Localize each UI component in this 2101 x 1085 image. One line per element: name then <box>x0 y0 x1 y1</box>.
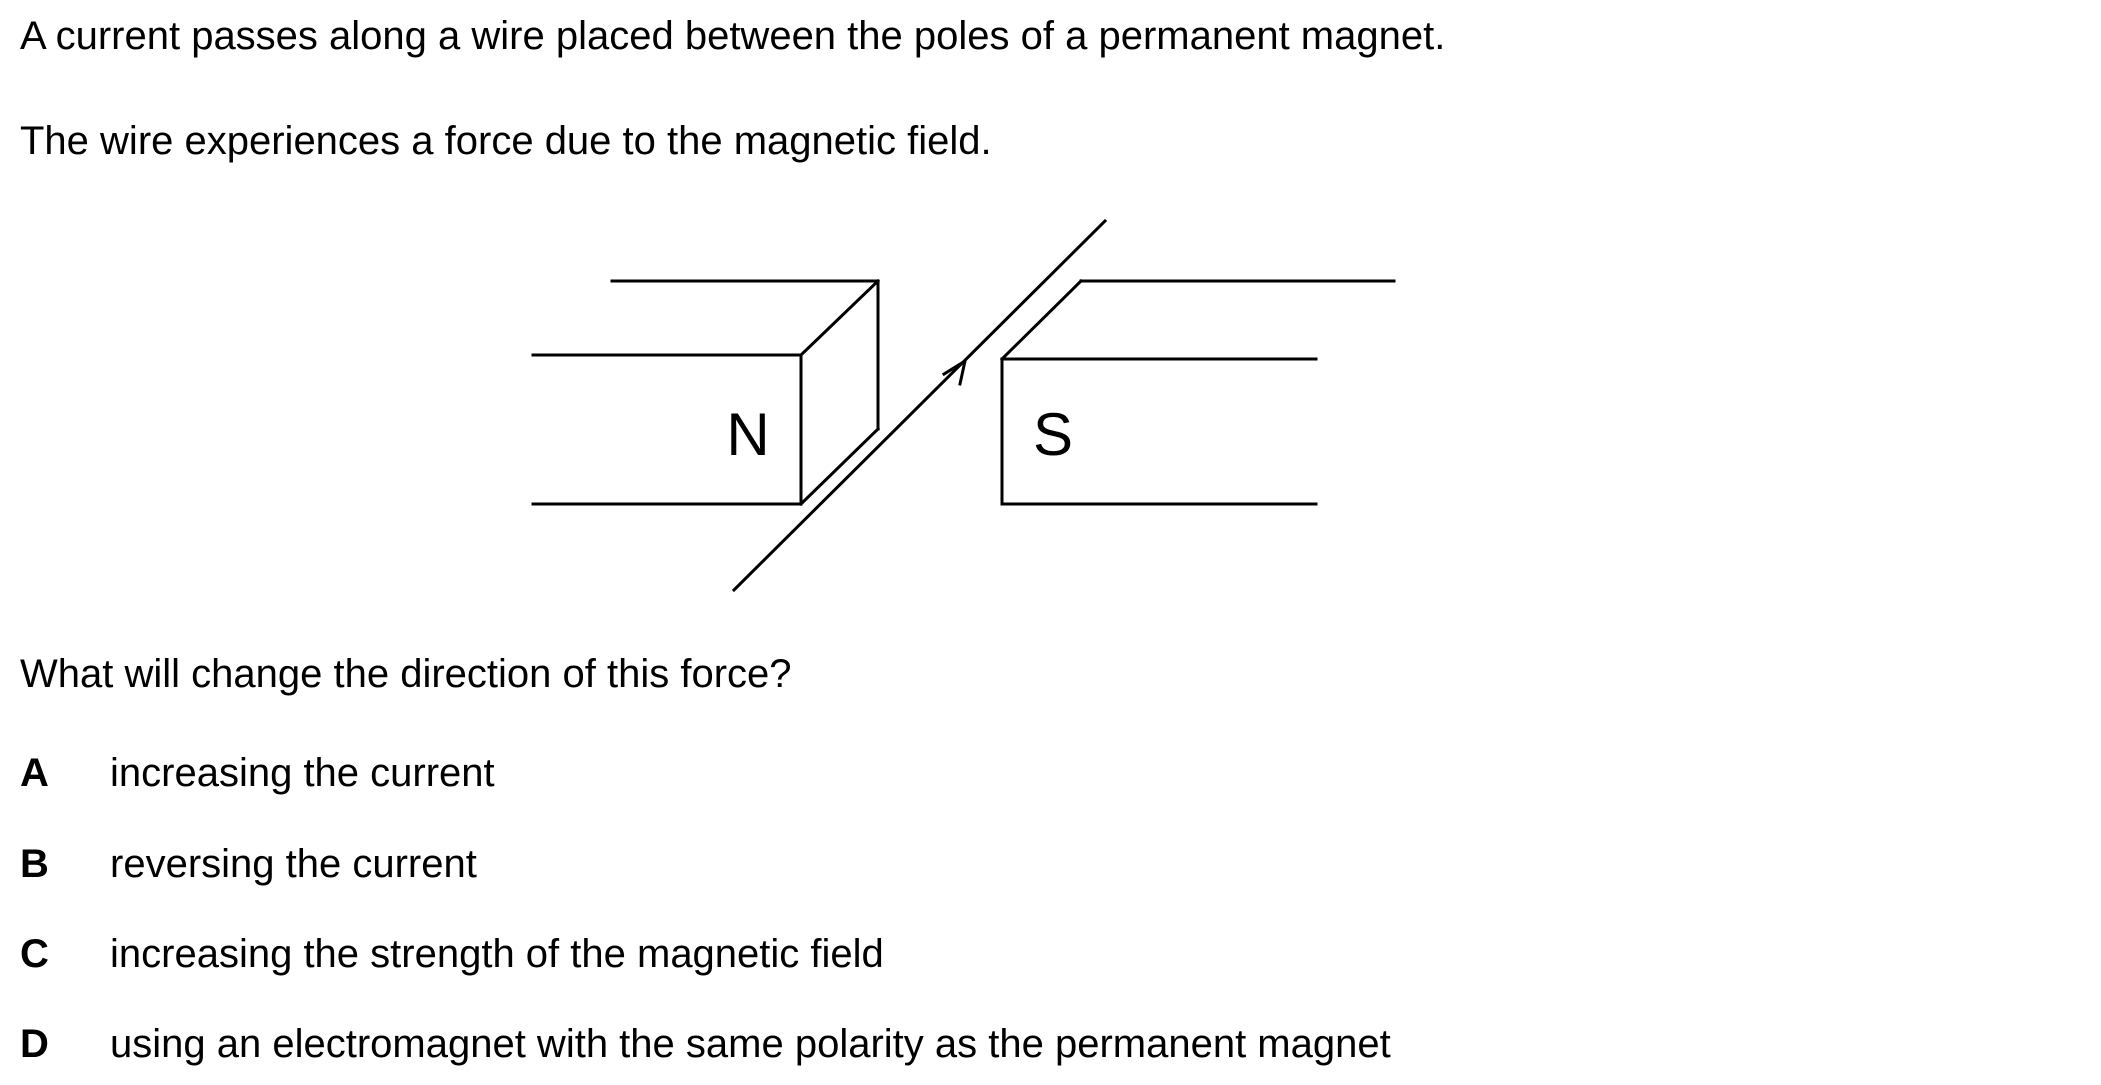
current-arrow-icon <box>941 357 968 386</box>
south-magnet <box>999 278 1396 506</box>
south-pole-label: S <box>1033 401 1073 468</box>
option-text: using an electromagnet with the same pol… <box>110 1022 1391 1066</box>
stem-line-2: The wire experiences a force due to the … <box>20 119 992 163</box>
option-letter: D <box>20 1022 49 1066</box>
current-wire <box>731 218 1108 593</box>
question-text: What will change the direction of this f… <box>20 652 792 696</box>
option-text: increasing the current <box>110 751 495 795</box>
option-letter: A <box>20 751 49 795</box>
stem-line-1: A current passes along a wire placed bet… <box>20 14 1446 58</box>
option-text: reversing the current <box>110 842 477 886</box>
north-magnet <box>531 278 881 507</box>
option-letter: B <box>20 842 49 886</box>
option-text: increasing the strength of the magnetic … <box>110 932 884 976</box>
north-pole-label: N <box>726 401 769 468</box>
option-letter: C <box>20 932 49 976</box>
